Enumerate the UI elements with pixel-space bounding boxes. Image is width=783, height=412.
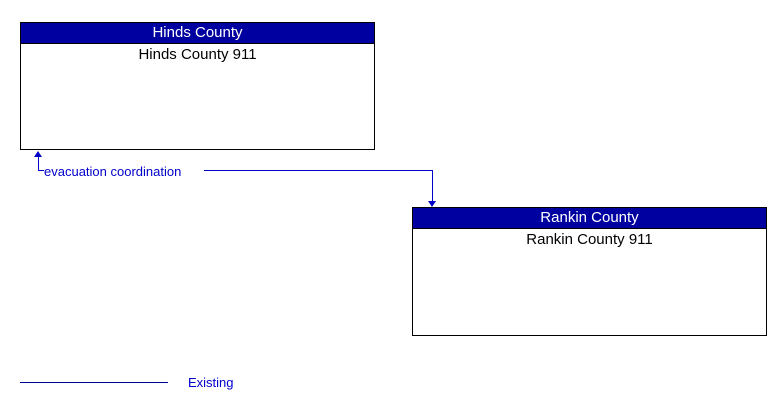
connector-elbow-stub bbox=[38, 170, 44, 171]
entity-header-rankin-county: Rankin County bbox=[413, 208, 766, 229]
entity-box-hinds-county[interactable]: Hinds County Hinds County 911 bbox=[20, 22, 375, 150]
entity-subtitle-hinds-county-911: Hinds County 911 bbox=[138, 46, 257, 63]
arrow-down-icon bbox=[428, 201, 436, 207]
entity-box-rankin-county[interactable]: Rankin County Rankin County 911 bbox=[412, 207, 767, 336]
arrow-up-icon bbox=[34, 151, 42, 157]
entity-header-hinds-county: Hinds County bbox=[21, 23, 374, 44]
entity-title: Rankin County bbox=[540, 209, 639, 226]
connector-vertical-line-hinds bbox=[38, 156, 39, 171]
entity-subtitle-rankin-county-911: Rankin County 911 bbox=[526, 231, 653, 248]
legend-existing-line bbox=[20, 382, 168, 383]
entity-title: Hinds County bbox=[152, 24, 243, 41]
flow-label-evacuation-coordination[interactable]: evacuation coordination bbox=[44, 164, 182, 179]
connector-vertical-line-rankin bbox=[432, 170, 433, 202]
connector-horizontal-line bbox=[204, 170, 433, 171]
legend-existing-label: Existing bbox=[188, 375, 234, 390]
